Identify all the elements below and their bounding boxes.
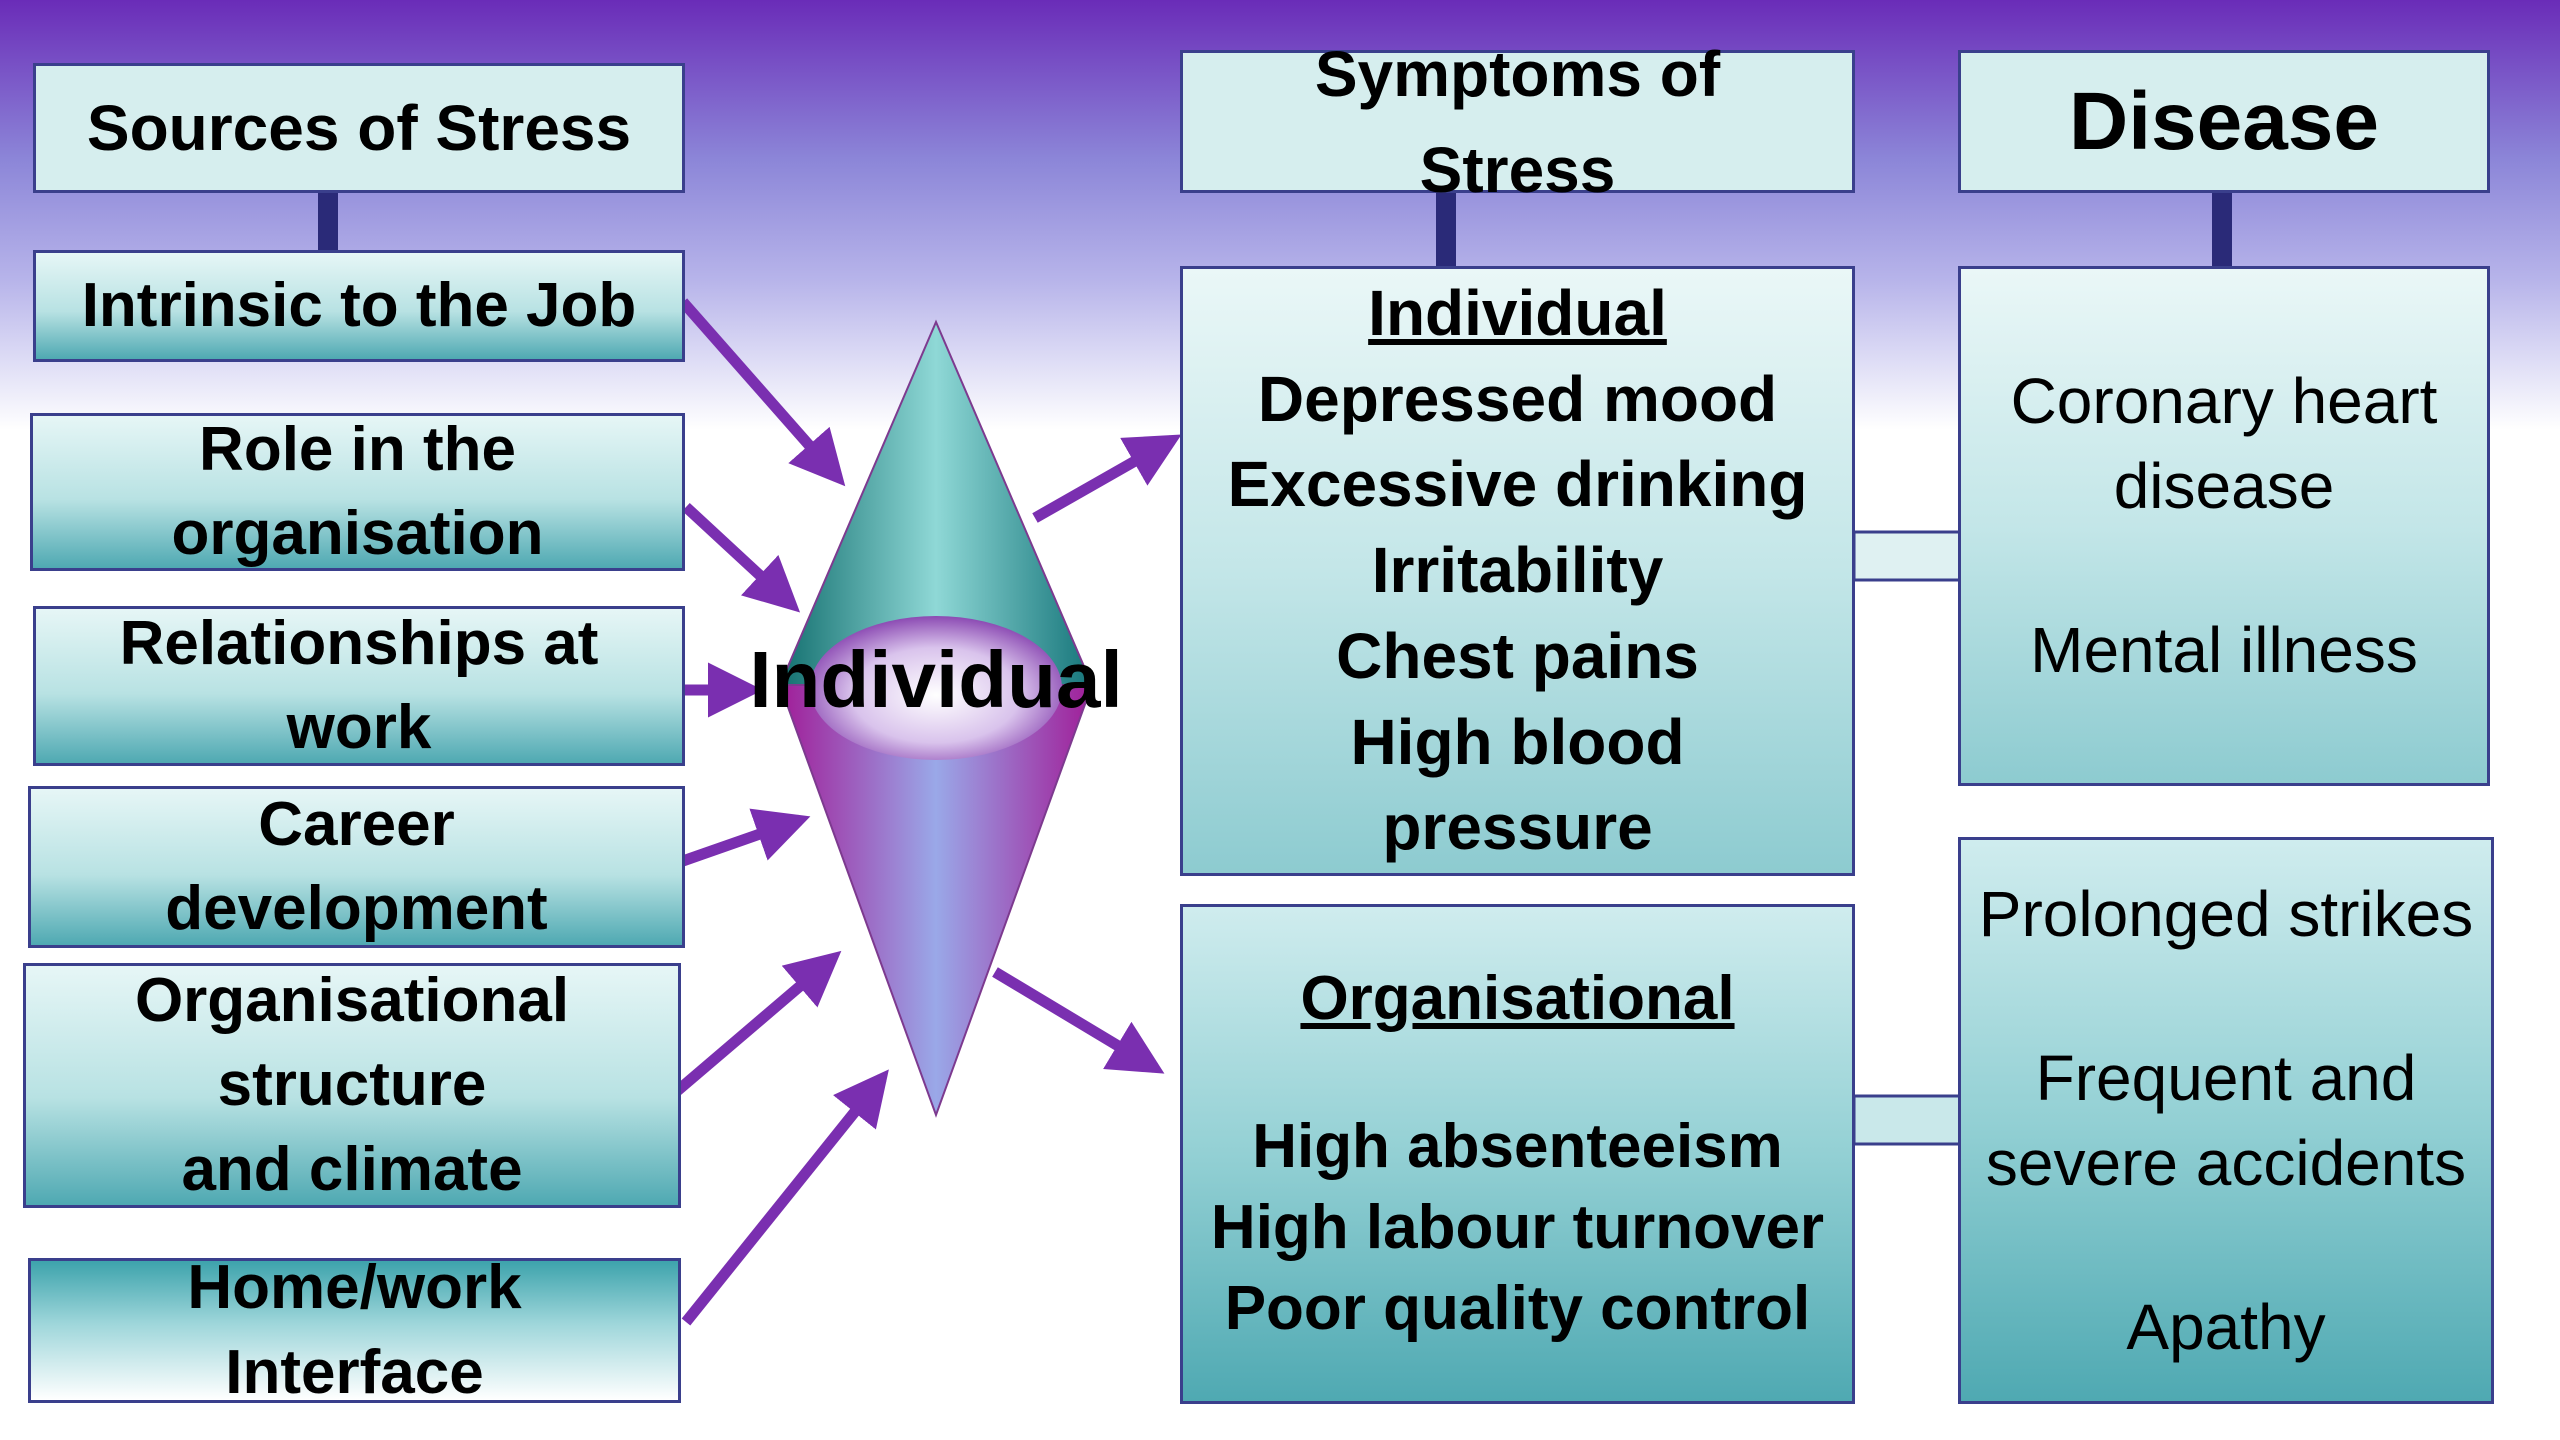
source-homework: Home/work Interface (28, 1253, 681, 1407)
arrow-structure (672, 950, 842, 1097)
organisational-disease-1: Prolonged strikes (1978, 877, 2474, 950)
organisational-symptom-2: High labour turnover (1210, 1193, 1825, 1262)
individual-disease-3: Mental illness (2030, 614, 2418, 687)
organisational-disease-2: Frequent and (2035, 1042, 2417, 1115)
arrow-homework (681, 1069, 889, 1326)
source-role-line-1: Role in the (199, 414, 516, 484)
diamond-ellipse (810, 616, 1062, 760)
source-role: Role in the organisation (30, 413, 685, 571)
individual-symptom-1: Depressed mood (1257, 362, 1778, 435)
source-intrinsic-label: Intrinsic to the Job (81, 270, 637, 340)
source-homework-line-1: Home/work (187, 1253, 522, 1323)
individual-symptoms-box: Individual Depressed mood Excessive drin… (1180, 266, 1855, 876)
source-relationships: Relationships at work (33, 606, 685, 766)
connector-disease (2212, 192, 2232, 268)
organisational-disease-box: Prolonged strikes Frequent and severe ac… (1958, 837, 2494, 1404)
source-intrinsic: Intrinsic to the Job (33, 250, 685, 362)
source-relationships-line-2: work (286, 693, 432, 762)
source-relationships-line-1: Relationships at (119, 608, 599, 678)
symptoms-header-line-1: Symptoms of (1314, 37, 1721, 110)
source-career: Career development (28, 786, 685, 948)
source-structure: Organisational structure and climate (23, 963, 681, 1208)
individual-symptom-6: pressure (1382, 791, 1653, 864)
individual-disease-box: Coronary heart disease Mental illness (1958, 266, 2490, 786)
symptoms-header-line-2: Stress (1419, 133, 1616, 206)
disease-header-label: Disease (2068, 75, 2380, 167)
source-career-line-2: development (165, 874, 548, 943)
organisational-disease-3: severe accidents (1985, 1126, 2467, 1199)
individual-symptom-2: Excessive drinking (1227, 448, 1808, 521)
individual-disease-2: disease (2113, 449, 2335, 522)
center-individual-label: Individual (749, 635, 1123, 724)
individual-symptoms-title: Individual (1368, 276, 1667, 349)
connector-sources (318, 192, 338, 250)
organisational-symptom-3: Poor quality control (1224, 1273, 1811, 1343)
individual-disease-1: Coronary heart (2010, 365, 2438, 438)
sources-header: Sources of Stress (33, 63, 685, 193)
arrow-to-individual-symptoms (1032, 434, 1182, 523)
sources-header-label: Sources of Stress (86, 92, 632, 164)
connector-symptoms (1436, 192, 1456, 268)
source-career-line-1: Career (258, 789, 455, 859)
source-structure-line-2: structure (217, 1050, 487, 1120)
disease-header: Disease (1958, 50, 2490, 193)
organisational-symptoms-title: Organisational (1300, 963, 1735, 1033)
individual-symptom-3: Irritability (1371, 534, 1664, 607)
individual-symptom-4: Chest pains (1336, 619, 1699, 692)
source-structure-line-3: and climate (181, 1134, 523, 1204)
organisational-symptoms-box: Organisational High absenteeism High lab… (1180, 904, 1855, 1404)
arrow-intrinsic (678, 298, 846, 487)
organisational-disease-4: Apathy (2126, 1290, 2326, 1363)
symptoms-header: Symptoms of Stress (1180, 38, 1855, 206)
arrow-career (678, 808, 811, 868)
arrow-role (682, 502, 801, 613)
source-structure-line-1: Organisational (134, 966, 570, 1036)
organisational-symptom-1: High absenteeism (1252, 1112, 1783, 1182)
source-role-line-2: organisation (171, 499, 544, 568)
arrow-to-organisational-symptoms (992, 967, 1165, 1074)
source-homework-line-2: Interface (225, 1337, 484, 1407)
individual-symptom-5: High blood (1350, 705, 1685, 778)
